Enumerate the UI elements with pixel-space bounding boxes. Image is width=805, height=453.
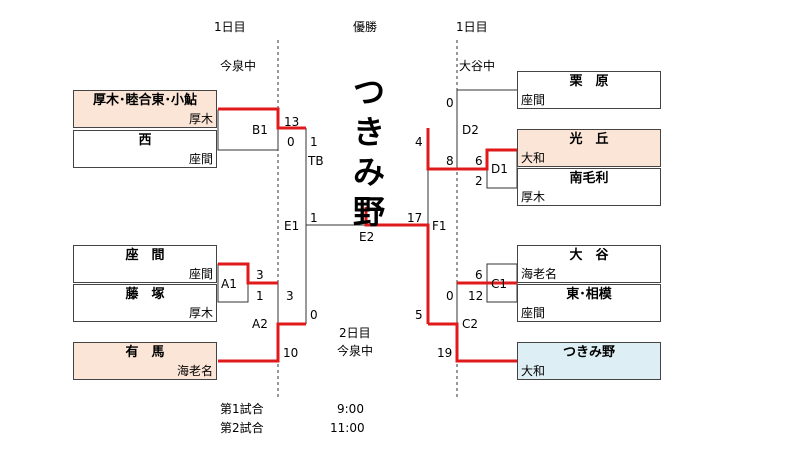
match-label-e1: E1 (284, 219, 300, 233)
team-right-4: 大 谷 海老名 (517, 245, 661, 283)
team-name: 光 丘 (569, 132, 609, 147)
venue-left: 今泉中 (220, 59, 257, 73)
score-e2-left: 1 (310, 211, 318, 225)
team-right-6: つきみ野 大和 (517, 342, 661, 380)
team-location: 海老名 (176, 364, 213, 378)
champion-char: み (352, 153, 385, 191)
team-left-2: 西 座間 (73, 130, 217, 168)
team-location: 座間 (188, 267, 213, 281)
team-name: 有 馬 (125, 345, 165, 360)
match-label-d1: D1 (491, 162, 508, 176)
champion-char: つ (352, 73, 385, 111)
team-name: 栗 原 (569, 74, 609, 89)
score-d2-top: 0 (446, 96, 454, 110)
score-b1-top: 13 (284, 115, 300, 129)
team-location: 大和 (521, 364, 546, 378)
schedule-label-1: 第1試合 (220, 402, 264, 416)
score-e1-bottom: 0 (310, 308, 318, 322)
team-left-5: 有 馬 海老名 (73, 342, 217, 380)
team-right-2: 光 丘 大和 (517, 129, 661, 167)
team-name: 藤 塚 (125, 287, 165, 302)
score-d2-bottom: 8 (446, 154, 454, 168)
team-left-4: 藤 塚 厚木 (73, 284, 217, 322)
winner-path (218, 107, 517, 363)
match-label-a2: A2 (252, 317, 268, 331)
score-a1-top: 3 (256, 268, 264, 282)
score-d1-bottom: 2 (475, 174, 483, 188)
match-label-c2: C2 (462, 317, 479, 331)
match-label-d2: D2 (462, 123, 479, 137)
team-location: 大和 (521, 151, 546, 165)
match-label-tb: TB (308, 154, 324, 168)
match-label-f1: F1 (432, 219, 447, 233)
schedule-time-2: 11:00 (330, 421, 365, 435)
team-name: 東･相模 (566, 287, 612, 302)
day1-left-header: 1日目 (214, 20, 246, 34)
team-location: 厚木 (188, 306, 213, 320)
score-e2-right: 17 (407, 211, 423, 225)
team-location: 座間 (188, 152, 213, 166)
team-location: 座間 (521, 306, 546, 320)
score-e1-top: 1 (310, 135, 318, 149)
team-location: 厚木 (521, 190, 546, 204)
match-label-e2: E2 (359, 230, 375, 244)
score-a1-bottom: 1 (256, 289, 264, 303)
team-right-3: 南毛利 厚木 (517, 168, 661, 206)
score-a2-top: 3 (286, 289, 294, 303)
champion-char: 野 (352, 193, 385, 231)
team-name: 西 (138, 133, 152, 148)
score-c1-bottom: 12 (468, 289, 484, 303)
team-location: 厚木 (188, 112, 213, 126)
champion-name: つきみ野 (349, 72, 389, 232)
team-name: 厚木･睦合東･小鮎 (92, 93, 197, 108)
team-location: 座間 (521, 93, 546, 107)
match-label-c1: C1 (491, 277, 508, 291)
team-left-3: 座 間 座間 (73, 245, 217, 283)
match-label-a1: A1 (221, 277, 237, 291)
schedule-time-1: 9:00 (337, 402, 364, 416)
score-f1-bottom: 5 (415, 308, 423, 322)
team-name: 大 谷 (569, 248, 609, 263)
score-a2-bottom: 10 (283, 346, 299, 360)
champion-label: 優勝 (353, 20, 378, 34)
champion-char: き (352, 113, 385, 151)
team-location: 海老名 (521, 267, 558, 281)
score-c2-top: 0 (446, 289, 454, 303)
score-f1-top: 4 (415, 135, 423, 149)
team-name: 座 間 (125, 248, 165, 263)
team-right-5: 東･相模 座間 (517, 284, 661, 322)
score-c1-top: 6 (475, 268, 483, 282)
team-name: 南毛利 (569, 171, 609, 186)
score-b1-bottom: 0 (287, 135, 295, 149)
venue-day2: 今泉中 (337, 344, 374, 358)
champion-name-chars: つきみ野 (349, 72, 389, 232)
team-left-1: 厚木･睦合東･小鮎 厚木 (73, 90, 217, 128)
b1-box (217, 109, 279, 151)
schedule-label-2: 第2試合 (220, 421, 264, 435)
day2-header: 2日目 (339, 326, 371, 340)
venue-right: 大谷中 (459, 59, 496, 73)
match-label-b1: B1 (252, 123, 268, 137)
team-right-1: 栗 原 座間 (517, 71, 661, 109)
day1-right-header: 1日目 (456, 20, 488, 34)
score-d1-top: 6 (475, 154, 483, 168)
score-c2-bottom: 19 (437, 346, 453, 360)
team-name: つきみ野 (562, 345, 615, 360)
